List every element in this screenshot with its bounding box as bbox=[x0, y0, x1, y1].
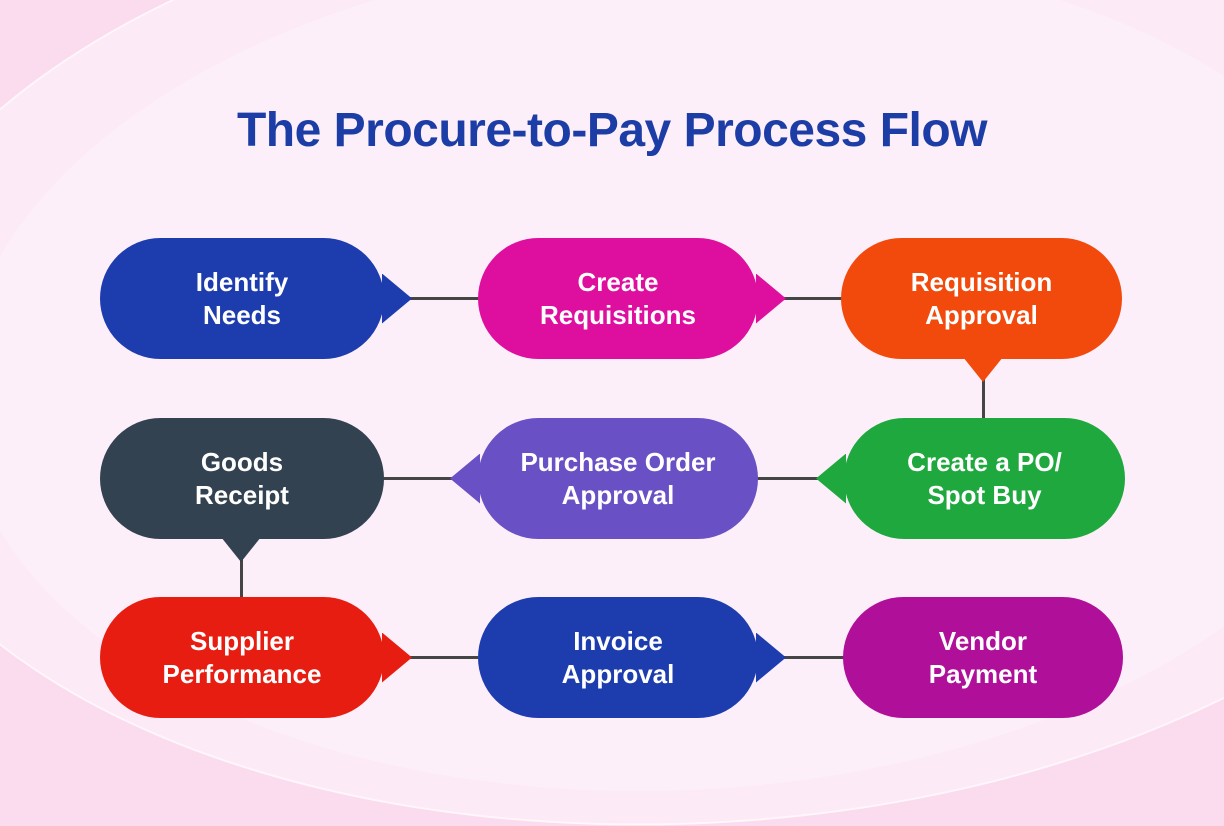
node-label-line: Create a PO/ bbox=[907, 446, 1062, 477]
node-invoice-approval: Invoice Approval bbox=[478, 597, 786, 718]
connector-po-approval-to-goods-receipt bbox=[382, 477, 458, 480]
node-label-line: Create bbox=[577, 266, 659, 297]
connector-create-requisitions-to-requisition-approval bbox=[778, 297, 843, 300]
connector-supplier-performance-to-invoice-approval bbox=[400, 656, 478, 659]
connector-create-po-to-po-approval bbox=[756, 477, 824, 480]
node-requisition-approval: Requisition Approval bbox=[841, 238, 1122, 382]
connector-goods-receipt-to-supplier-performance bbox=[240, 556, 243, 599]
node-label: Supplier Performance bbox=[163, 625, 322, 691]
page-title: The Procure-to-Pay Process Flow bbox=[236, 104, 988, 157]
node-label-line: Performance bbox=[162, 658, 322, 689]
node-label-line: Supplier bbox=[189, 625, 294, 656]
node-label-line: Goods bbox=[200, 446, 284, 477]
node-label-line: Approval bbox=[561, 658, 675, 689]
node-goods-receipt: Goods Receipt bbox=[100, 418, 384, 562]
node-label: Create a PO/ Spot Buy bbox=[907, 446, 1062, 512]
node-label-line: Needs bbox=[202, 299, 282, 330]
node-label: Purchase Order Approval bbox=[520, 446, 715, 512]
connector-invoice-approval-to-vendor-payment bbox=[778, 656, 844, 659]
node-vendor-payment: Vendor Payment bbox=[843, 597, 1123, 718]
node-label-line: Vendor bbox=[938, 625, 1028, 656]
node-create-a-po-spot-buy: Create a PO/ Spot Buy bbox=[816, 418, 1125, 539]
node-label: Requisition Approval bbox=[911, 266, 1053, 332]
node-label: Goods Receipt bbox=[195, 446, 289, 512]
node-label-line: Purchase Order bbox=[520, 446, 716, 477]
node-label-line: Approval bbox=[925, 299, 1038, 330]
node-label-line: Invoice bbox=[573, 625, 663, 656]
node-label-line: Identify bbox=[195, 266, 289, 297]
node-label: Vendor Payment bbox=[929, 625, 1037, 691]
node-create-requisitions: Create Requisitions bbox=[478, 238, 786, 359]
node-label: Identify Needs bbox=[196, 266, 288, 332]
node-label: Invoice Approval bbox=[562, 625, 675, 691]
connector-requisition-approval-to-create-po bbox=[982, 374, 985, 420]
connector-identify-to-create-requisitions bbox=[398, 297, 478, 300]
node-label: Create Requisitions bbox=[540, 266, 696, 332]
node-label-line: Approval bbox=[561, 479, 675, 510]
node-identify-needs: Identify Needs bbox=[100, 238, 412, 359]
node-purchase-order-approval: Purchase Order Approval bbox=[450, 418, 758, 539]
node-supplier-performance: Supplier Performance bbox=[100, 597, 412, 718]
node-label-line: Spot Buy bbox=[927, 479, 1042, 510]
node-label-line: Receipt bbox=[195, 479, 289, 510]
node-label-line: Requisition bbox=[910, 266, 1053, 297]
node-label-line: Requisitions bbox=[539, 299, 696, 330]
node-label-line: Payment bbox=[928, 658, 1038, 689]
